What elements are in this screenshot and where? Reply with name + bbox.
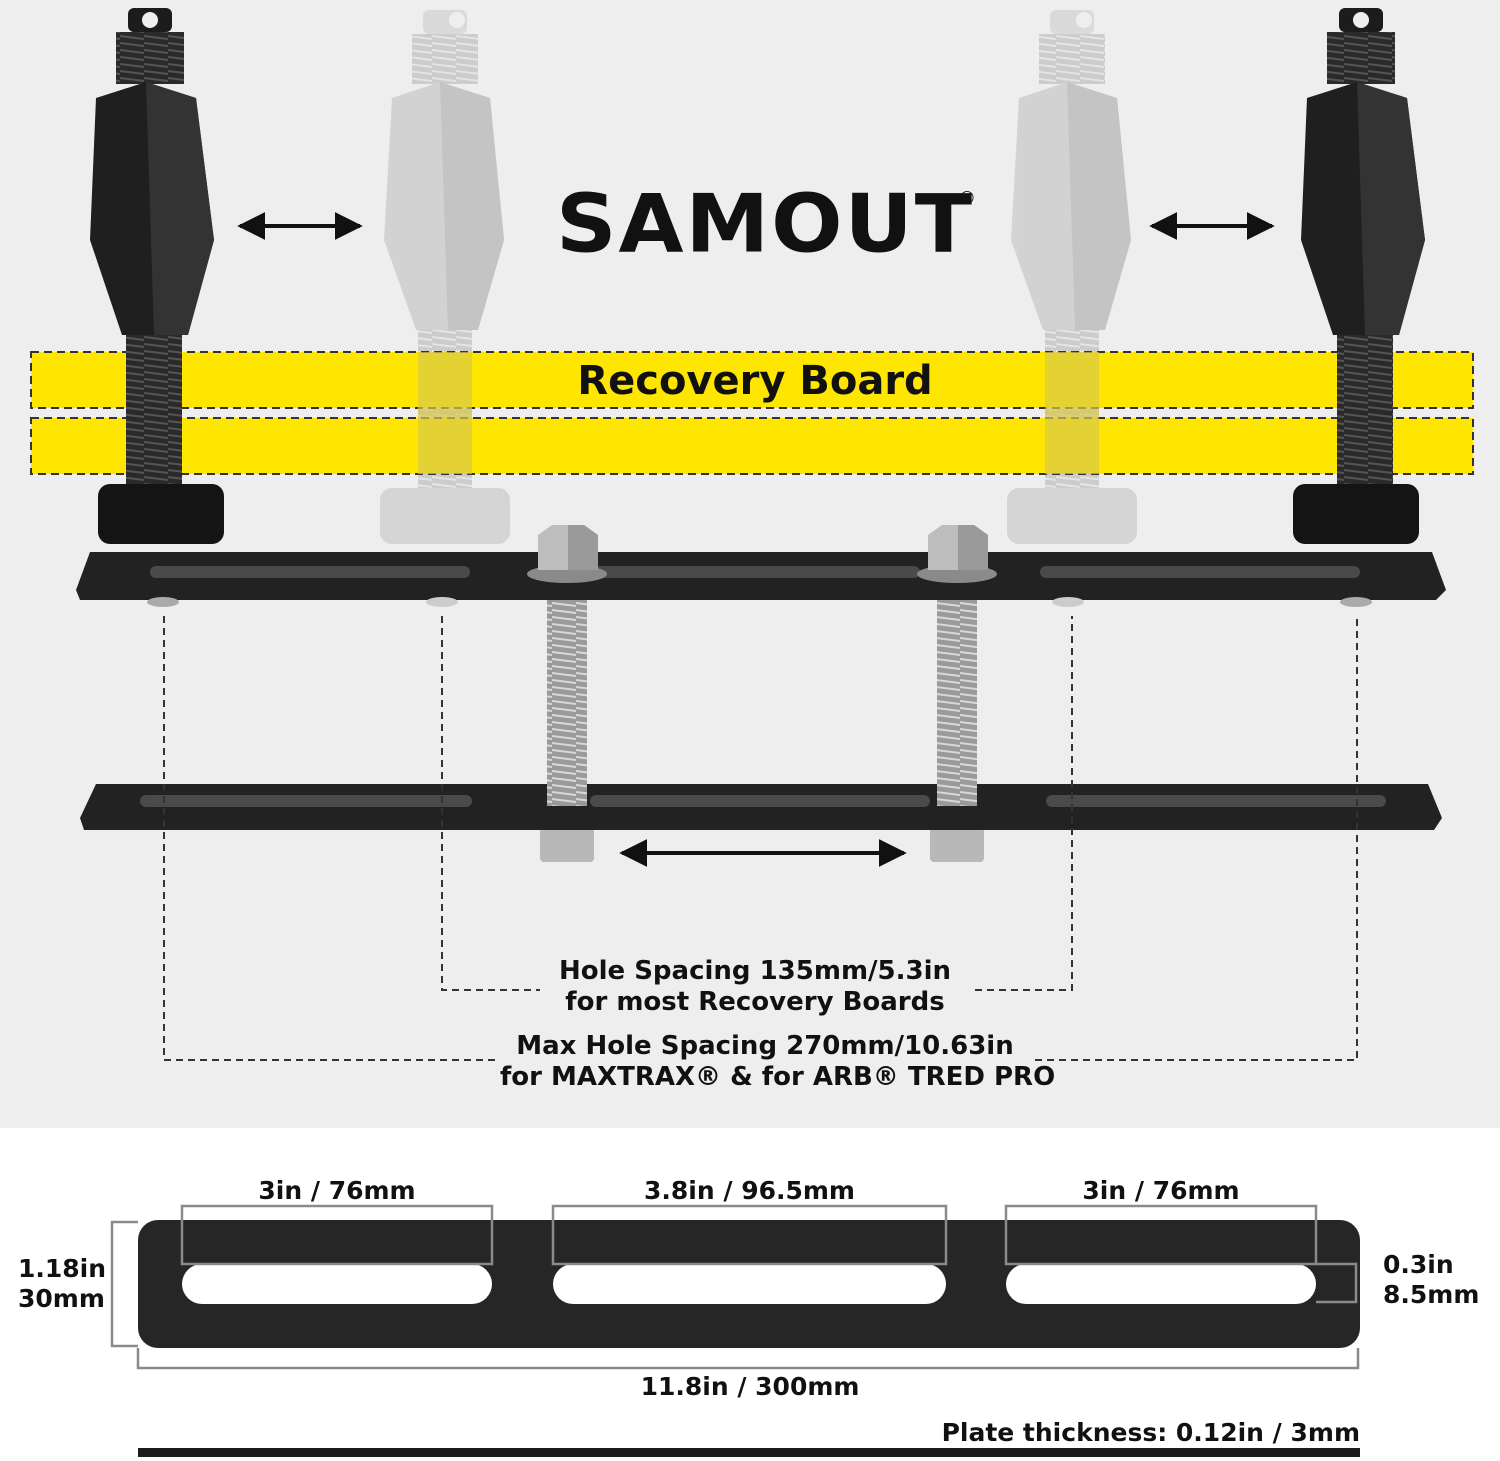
max-hole-spacing-line1: Max Hole Spacing 270mm/10.63in [516, 1031, 1014, 1061]
recovery-board [30, 351, 1474, 475]
slot-height: 0.3in 8.5mm [1383, 1250, 1493, 1310]
plate-thickness: Plate thickness: 0.12in / 3mm [941, 1418, 1360, 1447]
slot-left-length: 3in / 76mm [258, 1176, 416, 1205]
plate-length: 11.8in / 300mm [640, 1372, 860, 1401]
slot-middle-length: 3.8in / 96.5mm [644, 1176, 855, 1205]
lower-plate [80, 782, 1442, 830]
pin-knob-icon [90, 8, 224, 544]
upper-plate [76, 552, 1446, 607]
plate-height-mm: 30mm [18, 1284, 105, 1313]
bolt-icon [527, 525, 607, 862]
plate-thickness-bar [138, 1448, 1360, 1457]
spacing-guides [163, 616, 1358, 1061]
max-hole-spacing-note: Max Hole Spacing 270mm/10.63in for MAXTR… [500, 1031, 1056, 1093]
brand-logo: SAMOUT [556, 177, 975, 271]
hole-spacing-line2: for most Recovery Boards [565, 987, 945, 1017]
plate-height-in: 1.18in [18, 1254, 107, 1283]
dimension-guides [110, 1204, 1360, 1370]
slot-height-in: 0.3in [1383, 1250, 1454, 1279]
plate-height: 1.18in 30mm [18, 1254, 114, 1314]
slot-right-length: 3in / 76mm [1082, 1176, 1240, 1205]
hole-spacing-note: Hole Spacing 135mm/5.3in for most Recove… [540, 956, 970, 1018]
max-hole-spacing-line2: for MAXTRAX® & for ARB® TRED PRO [500, 1062, 1056, 1092]
bolt-right [917, 525, 997, 862]
registered-mark: ® [958, 188, 976, 209]
dimension-plate [138, 1220, 1360, 1348]
recovery-board-label: Recovery Board [577, 358, 933, 404]
hole-spacing-line1: Hole Spacing 135mm/5.3in [558, 956, 952, 986]
ghost-thread-right [1045, 352, 1099, 474]
pin-right [1293, 8, 1425, 544]
ghost-thread-left [418, 352, 472, 474]
slot-height-mm: 8.5mm [1383, 1280, 1480, 1309]
